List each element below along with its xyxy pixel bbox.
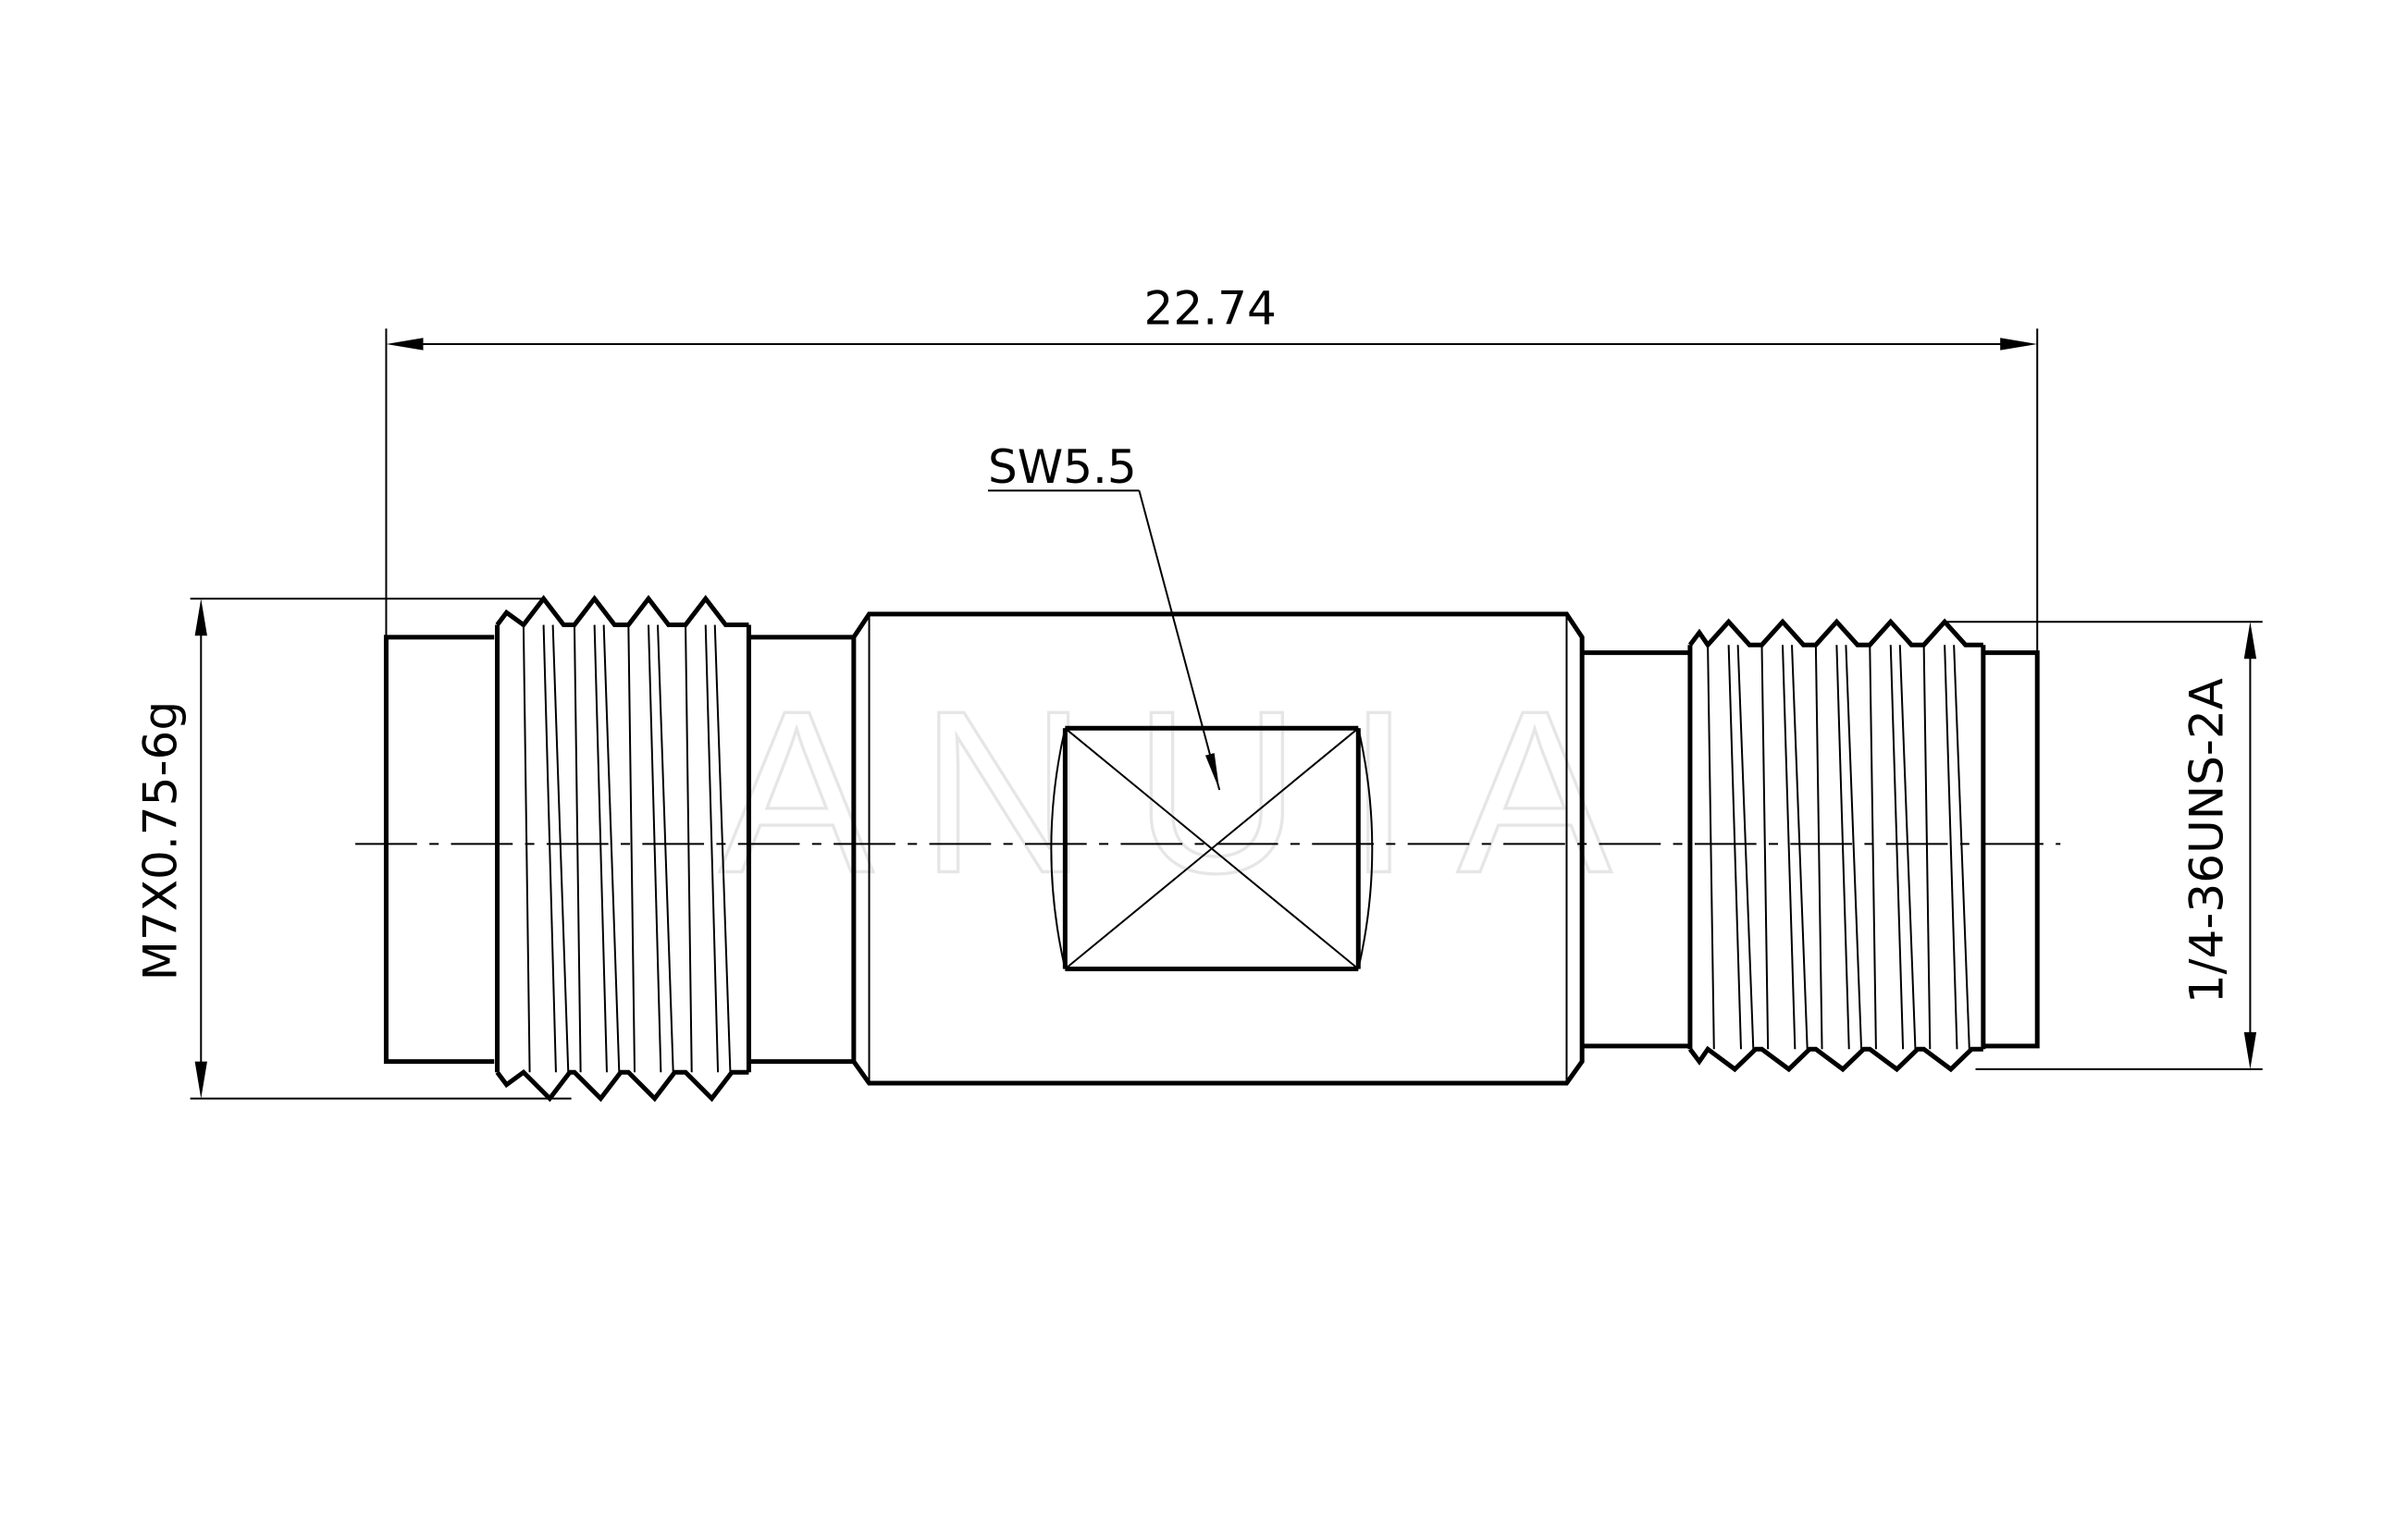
right-thread-dimension <box>1945 621 2263 1070</box>
wrench-size-leader <box>987 489 1221 791</box>
length-dimension-label: 22.74 <box>1144 281 1277 335</box>
wrench-flat <box>1050 725 1374 972</box>
right-end-body <box>1582 650 2040 1049</box>
wrench-size-label: SW5.5 <box>988 440 1137 494</box>
left-thread-label: M7X0.75-6g <box>134 701 188 980</box>
right-thread <box>1687 618 1986 1073</box>
length-dimension <box>385 328 2039 653</box>
right-thread-label: 1/4-36UNS-2A <box>2180 678 2233 1004</box>
watermark: ANUIA <box>719 663 1658 921</box>
left-thread <box>495 595 751 1103</box>
left-thread-dimension <box>190 598 572 1100</box>
hex-body <box>851 611 1585 1086</box>
left-end-body <box>383 635 854 1065</box>
